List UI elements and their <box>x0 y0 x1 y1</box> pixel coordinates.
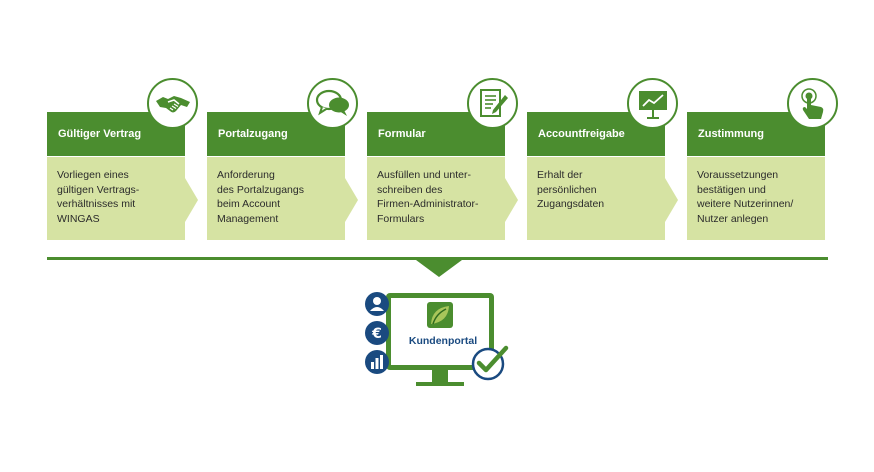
portal-label: Kundenportal <box>408 335 478 347</box>
speech-bubbles-icon <box>307 78 358 129</box>
chevron-right-icon <box>665 178 678 222</box>
step-description: Erhalt der persönlichen Zugangsdaten <box>527 157 665 240</box>
bar-chart-icon <box>365 350 389 374</box>
step-description: Anforderung des Portalzugangs beim Accou… <box>207 157 345 240</box>
form-pen-icon <box>467 78 518 129</box>
portal-monitor-illustration <box>386 293 494 386</box>
chevron-right-icon <box>345 178 358 222</box>
checkmark-icon <box>471 345 509 381</box>
step-description: Ausfüllen und unter- schreiben des Firme… <box>367 157 505 240</box>
kundenportal-logo-icon <box>427 302 453 328</box>
presentation-board-icon <box>627 78 678 129</box>
handshake-icon <box>147 78 198 129</box>
step-description: Voraussetzungen bestätigen und weitere N… <box>687 157 825 240</box>
pointing-hand-icon <box>787 78 838 129</box>
svg-text:€: € <box>371 326 382 342</box>
euro-icon: € <box>365 321 389 345</box>
divider-line <box>47 257 828 260</box>
chevron-right-icon <box>505 178 518 222</box>
arrow-down-icon <box>416 260 462 277</box>
user-icon <box>365 292 389 316</box>
chevron-right-icon <box>185 178 198 222</box>
step-description: Vorliegen eines gültigen Vertrags- verhä… <box>47 157 185 240</box>
